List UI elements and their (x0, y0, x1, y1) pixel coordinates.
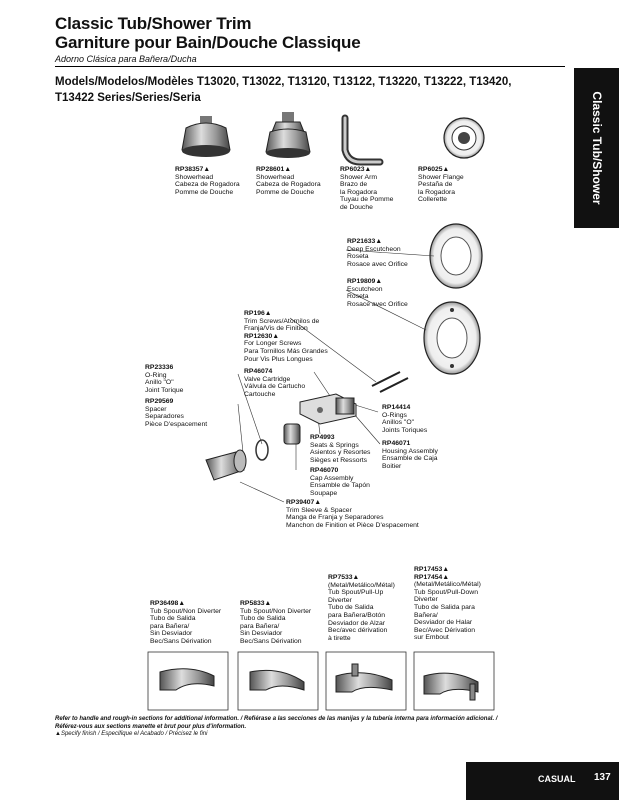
spout-rp36498: RP36498▲ Tub Spout/Non Diverter Tubo de … (150, 600, 222, 645)
page-number: 137 (594, 772, 611, 783)
shower-flange-image (443, 117, 485, 159)
footnote: Refer to handle and rough-in sections fo… (55, 716, 565, 739)
showerhead-rp38357-image (181, 116, 231, 157)
footer-section-label: CASUAL (538, 774, 576, 784)
header-rule (55, 66, 565, 67)
part-rp23336: RP23336 O-Ring Anillo "O" Joint Torique (145, 364, 184, 394)
models-line-1: Models/Modelos/Modèles T13020, T13022, T… (55, 76, 512, 88)
o-ring-image (255, 439, 269, 461)
part-rp29569: RP29569 Spacer Separadores Pièce D'espac… (145, 398, 208, 428)
spout-box-rp5833 (237, 651, 319, 711)
spout-rp7533: RP7533▲ (Metal/Metálico/Métal) Tub Spout… (328, 574, 395, 642)
spout-box-rp36498 (147, 651, 229, 711)
part-rp21633: RP21633▲ Deep Escutcheon Roseta Rosace a… (347, 238, 408, 268)
footnote-line-3: ▲Specify finish / Especifique el Acabado… (55, 731, 208, 737)
part-rp46074: RP46074 Valve Cartridge Válvula de Cartu… (244, 368, 306, 398)
valve-cartridge-image (299, 393, 357, 425)
part-rp38357: RP38357▲ Showerhead Cabeza de Rogadora P… (175, 166, 240, 196)
footnote-line-1: Refer to handle and rough-in sections fo… (55, 716, 498, 722)
page-title: Classic Tub/Shower Trim (55, 14, 252, 33)
showerhead-rp28601-image (265, 112, 311, 158)
part-rp14414: RP14414 O-Rings Anillos "O" Joints Toriq… (382, 404, 428, 434)
cap-assembly-image (283, 423, 301, 445)
part-rp6023: RP6023▲ Shower Arm Brazo de la Rogadora … (340, 166, 394, 211)
part-rp19809: RP19809▲ Escutcheon Roseta Rosace avec O… (347, 278, 408, 308)
part-rp4993: RP4993 Seats & Springs Asientos y Resort… (310, 434, 371, 464)
spout-box-rp7533 (325, 651, 407, 711)
models-line-2: T13422 Series/Series/Seria (55, 92, 201, 104)
spout-rp17453: RP17453▲ RP17454▲ (Metal/Metálico/Métal)… (414, 566, 481, 642)
part-rp46070: RP46070 Cap Assembly Ensamble de Tapón S… (310, 467, 370, 497)
models-list: Models/Modelos/Modèles T13020, T13022, T… (55, 74, 560, 106)
footer-bar: CASUAL 137 (466, 762, 619, 800)
page-subtitle-spanish: Adorno Clásica para Bañera/Ducha (55, 54, 197, 64)
spout-box-rp17453 (413, 651, 495, 711)
trim-screws-image (371, 371, 409, 393)
page-title-french: Garniture pour Bain/Douche Classique (55, 33, 361, 52)
section-side-tab: Classic Tub/Shower (574, 68, 619, 228)
escutcheon-image (423, 301, 481, 375)
part-rp196: RP196▲ Trim Screws/Atornilos de Franja/V… (244, 310, 328, 363)
part-rp46071: RP46071 Housing Assembly Ensamble de Caj… (382, 440, 438, 470)
part-rp6025: RP6025▲ Shower Flange Pestaña de la Roga… (418, 166, 464, 204)
part-rp28601: RP28601▲ Showerhead Cabeza de Rogadora P… (256, 166, 321, 196)
part-rp39407: RP39407▲ Trim Sleeve & Spacer Manga de F… (286, 499, 419, 529)
spout-rp5833: RP5833▲ Tub Spout/Non Diverter Tubo de S… (240, 600, 312, 645)
shower-arm-image (341, 114, 384, 166)
deep-escutcheon-image (429, 223, 483, 289)
footnote-line-2: Référez-vous aux sections manette et bru… (55, 723, 247, 730)
trim-sleeve-image (205, 449, 247, 481)
